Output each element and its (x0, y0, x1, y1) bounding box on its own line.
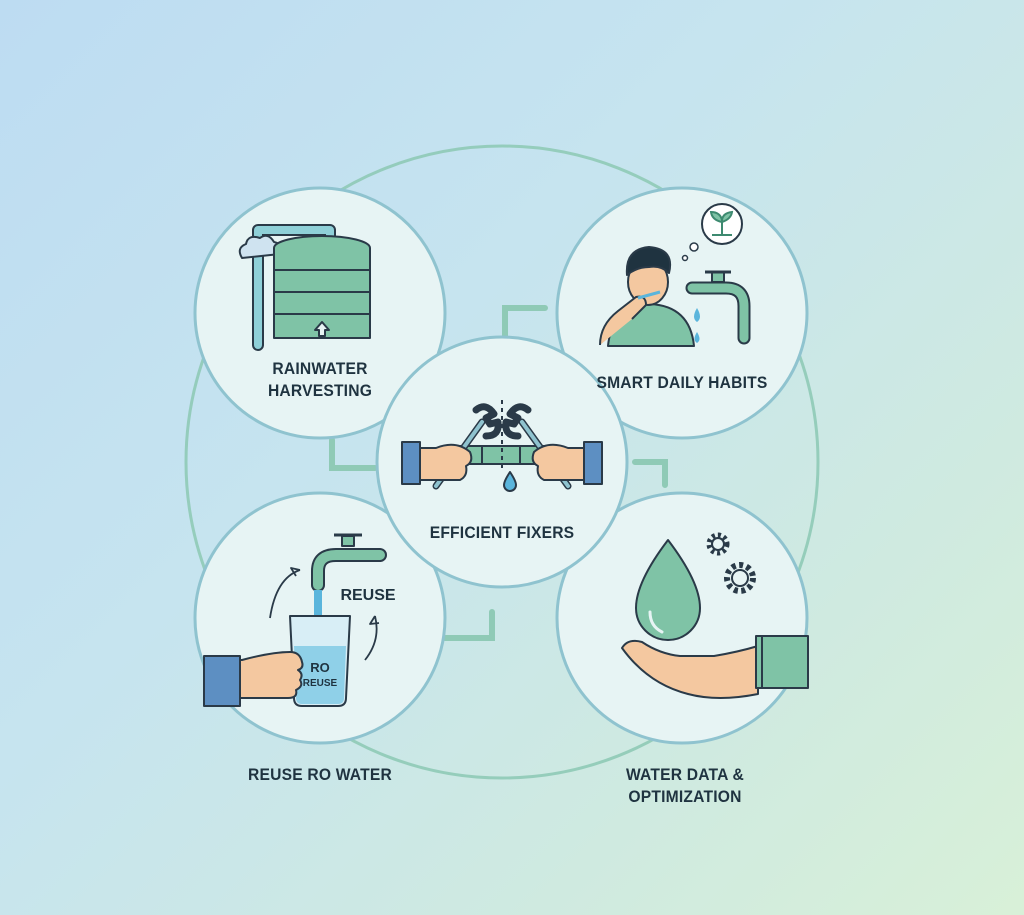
node-habits (555, 186, 809, 440)
hand-drop-gears-icon (621, 532, 809, 699)
label-data-line-1: WATER DATA & (625, 765, 745, 784)
reuse-inner-label: REUSE (340, 587, 395, 604)
label-reuse-line-1: REUSE RO WATER (248, 765, 392, 784)
beaker-label-line-1: RO (310, 660, 330, 675)
node-reuse (193, 491, 447, 745)
label-rainwater-line-1: RAINWATER (272, 359, 368, 378)
label-rainwater-line-2: HARVESTING (267, 381, 373, 400)
person-tap-icon (599, 246, 751, 347)
node-rainwater (193, 186, 447, 440)
rain-tank-icon (238, 224, 371, 351)
outer-ring (184, 144, 820, 780)
label-data: WATER DATA & OPTIMIZATION (598, 764, 773, 808)
label-habits: SMART DAILY HABITS (581, 372, 783, 394)
label-habits-line-1: SMART DAILY HABITS (596, 373, 768, 392)
label-fixers-line-1: EFFICIENT FIXERS (429, 523, 575, 542)
label-reuse: REUSE RO WATER (223, 764, 416, 786)
node-data (555, 491, 809, 745)
label-rainwater: RAINWATER HARVESTING (237, 358, 403, 402)
sprout-icon (709, 210, 734, 236)
beaker-label-line-2: REUSE (303, 678, 338, 689)
connector-lines (329, 305, 668, 641)
node-fixers (375, 335, 629, 589)
wrench-pipe-icon (401, 400, 603, 492)
tap-beaker-icon (203, 533, 387, 707)
label-fixers: EFFICIENT FIXERS (410, 522, 594, 544)
label-data-line-2: OPTIMIZATION (628, 787, 742, 806)
